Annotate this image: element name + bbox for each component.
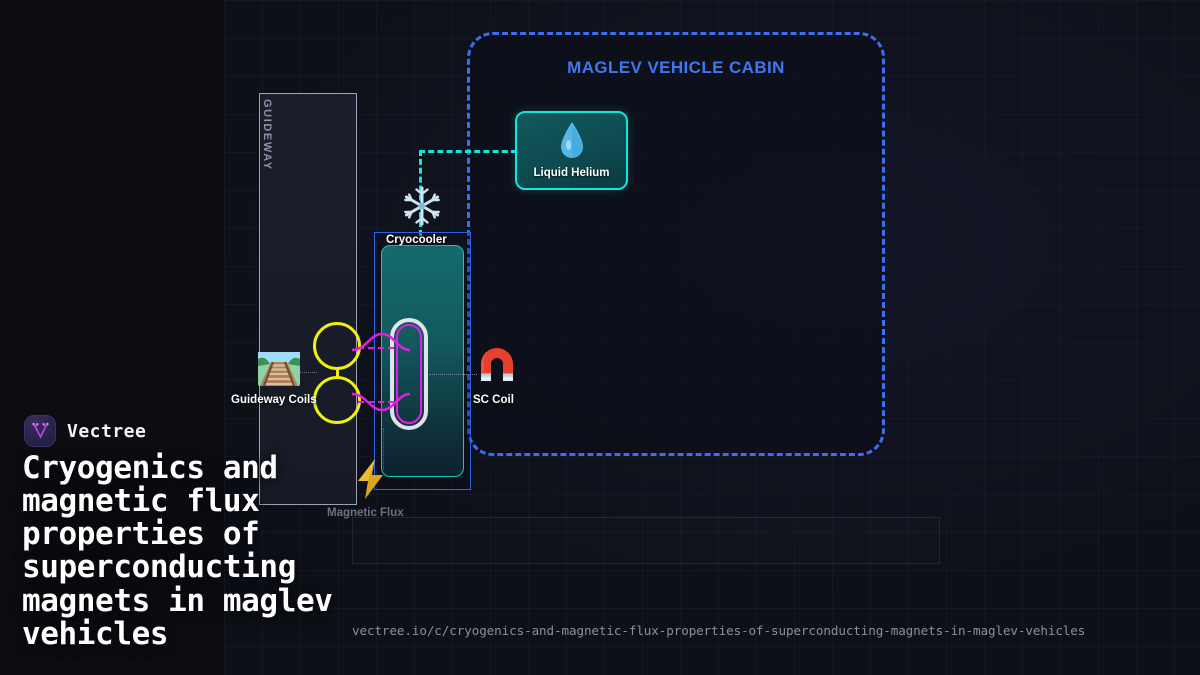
node-cryocooler-label: Cryocooler — [386, 234, 447, 246]
sc-coil-inner-winding — [396, 324, 422, 424]
connector-helium-to-cryocooler-horizontal — [419, 150, 517, 153]
brand-name: Vectree — [67, 420, 147, 442]
guideway-coil-lower[interactable] — [313, 376, 361, 424]
page-url: vectree.io/c/cryogenics-and-magnetic-flu… — [352, 623, 1086, 638]
flux-curve-lower — [351, 392, 411, 412]
node-liquid-helium[interactable]: Liquid Helium — [515, 111, 628, 190]
guideway-coil-upper[interactable] — [313, 322, 361, 370]
water-drop-icon — [558, 121, 586, 166]
horseshoe-magnet-icon — [476, 344, 518, 389]
vectree-branch-logo-icon — [24, 415, 56, 447]
guide-line-sccoil — [429, 374, 477, 375]
railway-track-icon — [258, 352, 300, 391]
cabin-title: MAGLEV VEHICLE CABIN — [567, 58, 785, 77]
bottom-panel-outline — [352, 517, 940, 564]
page-title: Cryogenics and magnetic flux properties … — [22, 450, 333, 652]
connector-coil-flux-lower — [358, 401, 394, 403]
guideway-column — [259, 93, 357, 505]
guideway-coil-link — [336, 369, 339, 377]
lightning-bolt-icon — [354, 458, 388, 505]
guide-line-flux — [383, 428, 384, 470]
node-guideway-coils-label: Guideway Coils — [231, 394, 317, 406]
sc-coil-outer-winding — [390, 318, 428, 430]
brand-lockup: Vectree — [24, 415, 146, 447]
connector-coil-flux-upper — [358, 347, 394, 349]
node-sc-coil-label: SC Coil — [473, 394, 514, 406]
guide-line-guideway — [287, 372, 317, 373]
snowflake-icon — [402, 185, 442, 232]
flux-curve-upper — [351, 332, 411, 352]
node-magnetic-flux-label: Magnetic Flux — [327, 507, 404, 519]
node-liquid-helium-label: Liquid Helium — [533, 167, 610, 179]
cryocooler-chamber[interactable] — [381, 245, 464, 477]
maglev-vehicle-cabin-boundary — [467, 32, 885, 456]
